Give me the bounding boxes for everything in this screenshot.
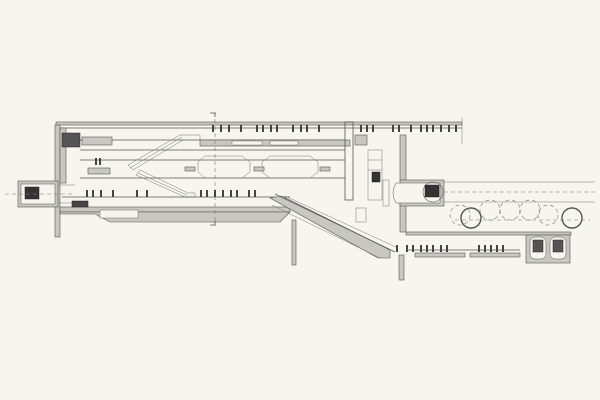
person-figure [300,125,302,132]
escalators [127,134,201,198]
person-figure [254,190,256,197]
person-figure [455,125,457,132]
person-figure [446,245,448,252]
person-figure [236,190,238,197]
long-escalator [269,193,399,266]
person-figure [146,190,148,197]
person-figure [306,125,308,132]
person-figure [406,245,408,252]
person-figure [478,245,480,252]
person-figure [206,190,208,197]
person-figure [112,190,114,197]
person-figure [366,125,368,132]
person-figure [100,190,102,197]
right-tunnel [392,179,595,207]
person-figure [292,125,294,132]
left-tunnel [5,180,75,208]
person-figure [440,125,442,132]
person-figure [230,190,232,197]
person-figure [220,125,222,132]
person-figure [262,125,264,132]
vertical-core [344,121,390,223]
person-figure [270,125,272,132]
person-figure [398,125,400,132]
person-figure [99,158,101,165]
person-figure [86,190,88,197]
person-figure [448,125,450,132]
bored-tunnels [449,199,590,229]
person-figure [200,190,202,197]
person-figure [426,245,428,252]
person-figure [432,245,434,252]
person-figure [420,125,422,132]
person-figure [214,190,216,197]
person-figure [360,125,362,132]
people-figures [86,125,504,252]
platform-level [59,196,291,223]
roof-slab [55,118,463,144]
person-figure [392,125,394,132]
right-wall [398,134,407,281]
person-figure [240,125,242,132]
person-figure [222,190,224,197]
person-figure [396,245,398,252]
person-figure [490,245,492,252]
person-figure [440,245,442,252]
person-figure [256,125,258,132]
person-figure [420,245,422,252]
person-figure [228,125,230,132]
person-figure [426,125,428,132]
person-figure [412,245,414,252]
person-figure [496,245,498,252]
upper-concourse [61,132,351,148]
person-figure [276,125,278,132]
section-cut-line [210,112,216,226]
person-figure [95,158,97,165]
lower-passage [405,231,572,264]
person-figure [372,125,374,132]
person-figure [318,125,320,132]
person-figure [410,125,412,132]
person-figure [92,190,94,197]
person-figure [212,125,214,132]
person-figure [136,190,138,197]
person-figure [484,245,486,252]
person-figure [432,125,434,132]
mezzanine [80,149,345,179]
person-figure [502,245,504,252]
person-figure [248,190,250,197]
